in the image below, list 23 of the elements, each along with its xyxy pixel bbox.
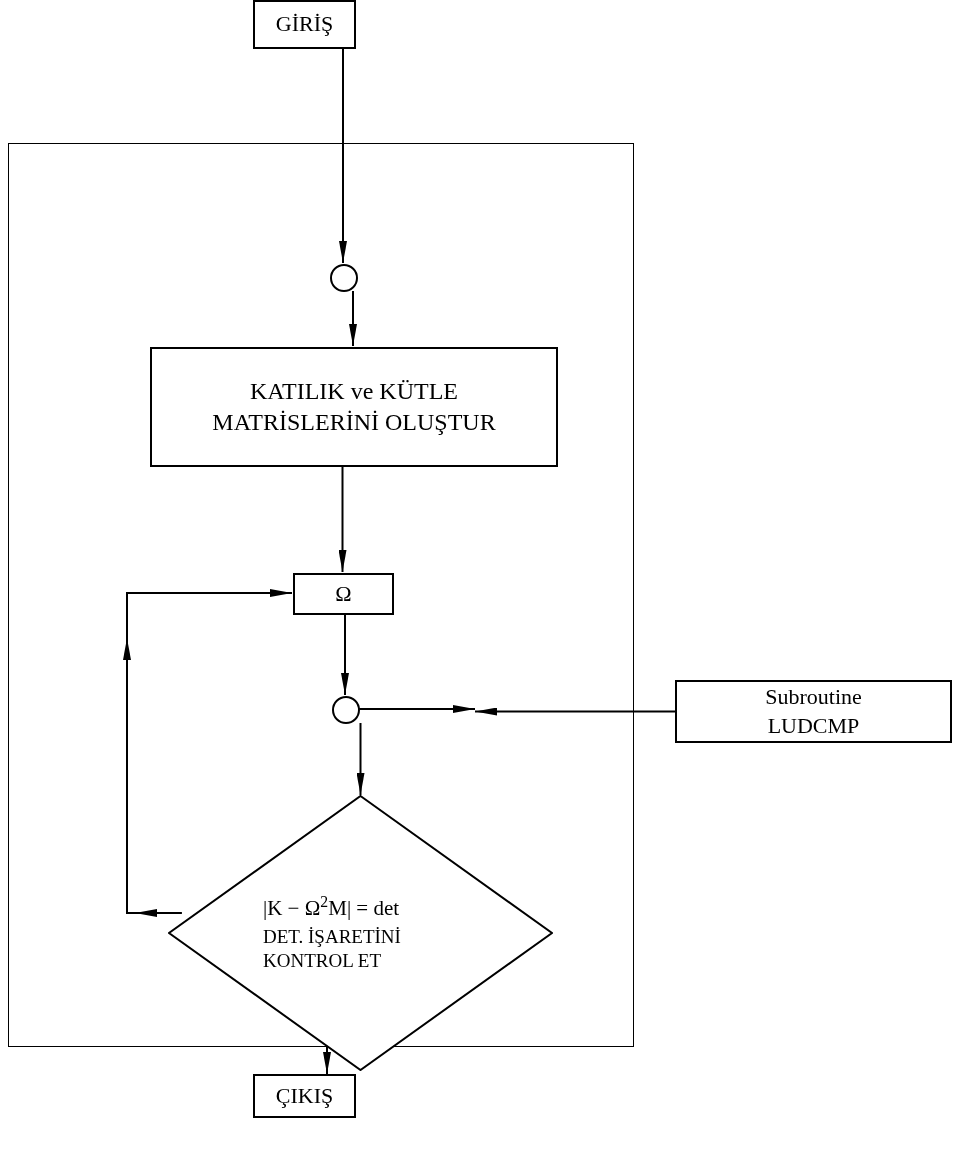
- arrow: [356, 722, 365, 796]
- frame-box: [8, 143, 634, 1047]
- node-text: DET. İŞARETİNİ KONTROL ET: [263, 925, 402, 973]
- node-text: Ω: [334, 579, 353, 608]
- arrow: [323, 1046, 331, 1075]
- process-box: [253, 0, 356, 49]
- node-text: ÇIKIŞ: [274, 1081, 335, 1110]
- arrow: [341, 613, 349, 696]
- formula-text: |K − Ω$^{2}$M| = det: [263, 895, 400, 922]
- arrow: [349, 290, 357, 347]
- arrow: [358, 705, 476, 713]
- arrow: [123, 589, 293, 917]
- arrow: [474, 707, 676, 716]
- arrow: [338, 465, 347, 573]
- decision-diamond: [168, 795, 553, 1071]
- node-text: Subroutine LUDCMP: [764, 682, 863, 740]
- node-text: GİRİŞ: [274, 10, 335, 39]
- arrow: [339, 48, 347, 264]
- process-box: [150, 347, 558, 467]
- process-box: [293, 573, 394, 615]
- node-text: KATILIK ve KÜTLE MATRİSLERİNİ OLUŞTUR: [211, 376, 497, 437]
- process-box: [253, 1074, 356, 1118]
- process-box: [675, 680, 952, 743]
